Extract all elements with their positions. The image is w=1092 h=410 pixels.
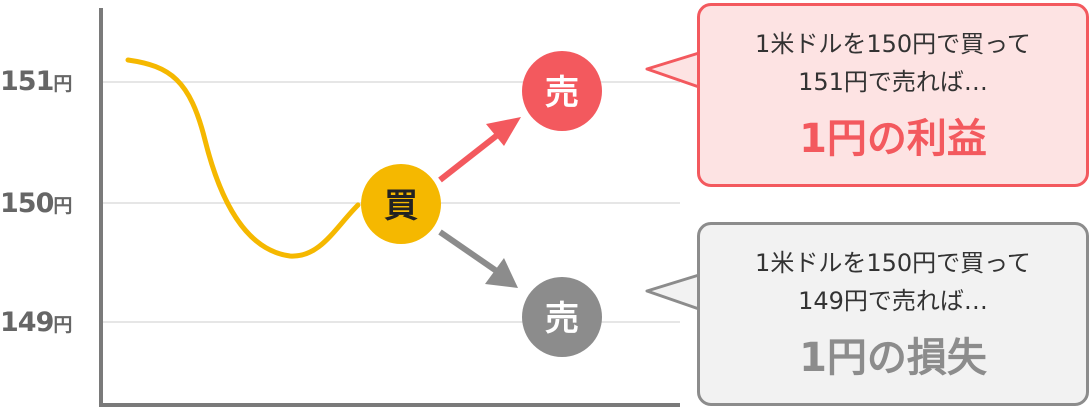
profit-result: 1円の利益 (799, 116, 987, 162)
profit-arrow-line (438, 130, 502, 183)
sell-loss-node (522, 277, 602, 357)
buy-node-label: 買 (384, 186, 418, 226)
y-label-149: 149円 (0, 307, 92, 338)
y-label-unit: 円 (53, 73, 72, 95)
y-label-151: 151円 (0, 66, 92, 97)
buy-node (361, 164, 441, 244)
y-label-value: 151 (0, 66, 54, 97)
y-label-value: 149 (0, 307, 54, 338)
sell-loss-node-label: 売 (545, 299, 579, 339)
y-label-value: 150 (0, 188, 54, 219)
loss-result: 1円の損失 (799, 335, 987, 381)
loss-bubble-tail (645, 273, 701, 311)
loss-arrow-head (485, 258, 518, 288)
profit-bubble-line2: 151円で売れば… (798, 68, 988, 96)
loss-bubble-line2: 149円で売れば… (798, 287, 988, 315)
y-label-unit: 円 (53, 195, 72, 217)
sell-profit-node-label: 売 (545, 73, 579, 113)
loss-arrow-line (438, 229, 500, 275)
y-label-unit: 円 (53, 314, 72, 336)
y-label-150: 150円 (0, 188, 92, 219)
sell-profit-node (522, 51, 602, 131)
profit-bubble-line1: 1米ドルを150円で買って (755, 30, 1031, 58)
profit-arrow-head (486, 117, 521, 146)
loss-bubble-line1: 1米ドルを150円で買って (755, 249, 1031, 277)
loss-bubble: 1米ドルを150円で買って 149円で売れば… 1円の損失 (697, 222, 1089, 406)
profit-bubble: 1米ドルを150円で買って 151円で売れば… 1円の利益 (697, 3, 1089, 187)
price-line (125, 57, 361, 259)
